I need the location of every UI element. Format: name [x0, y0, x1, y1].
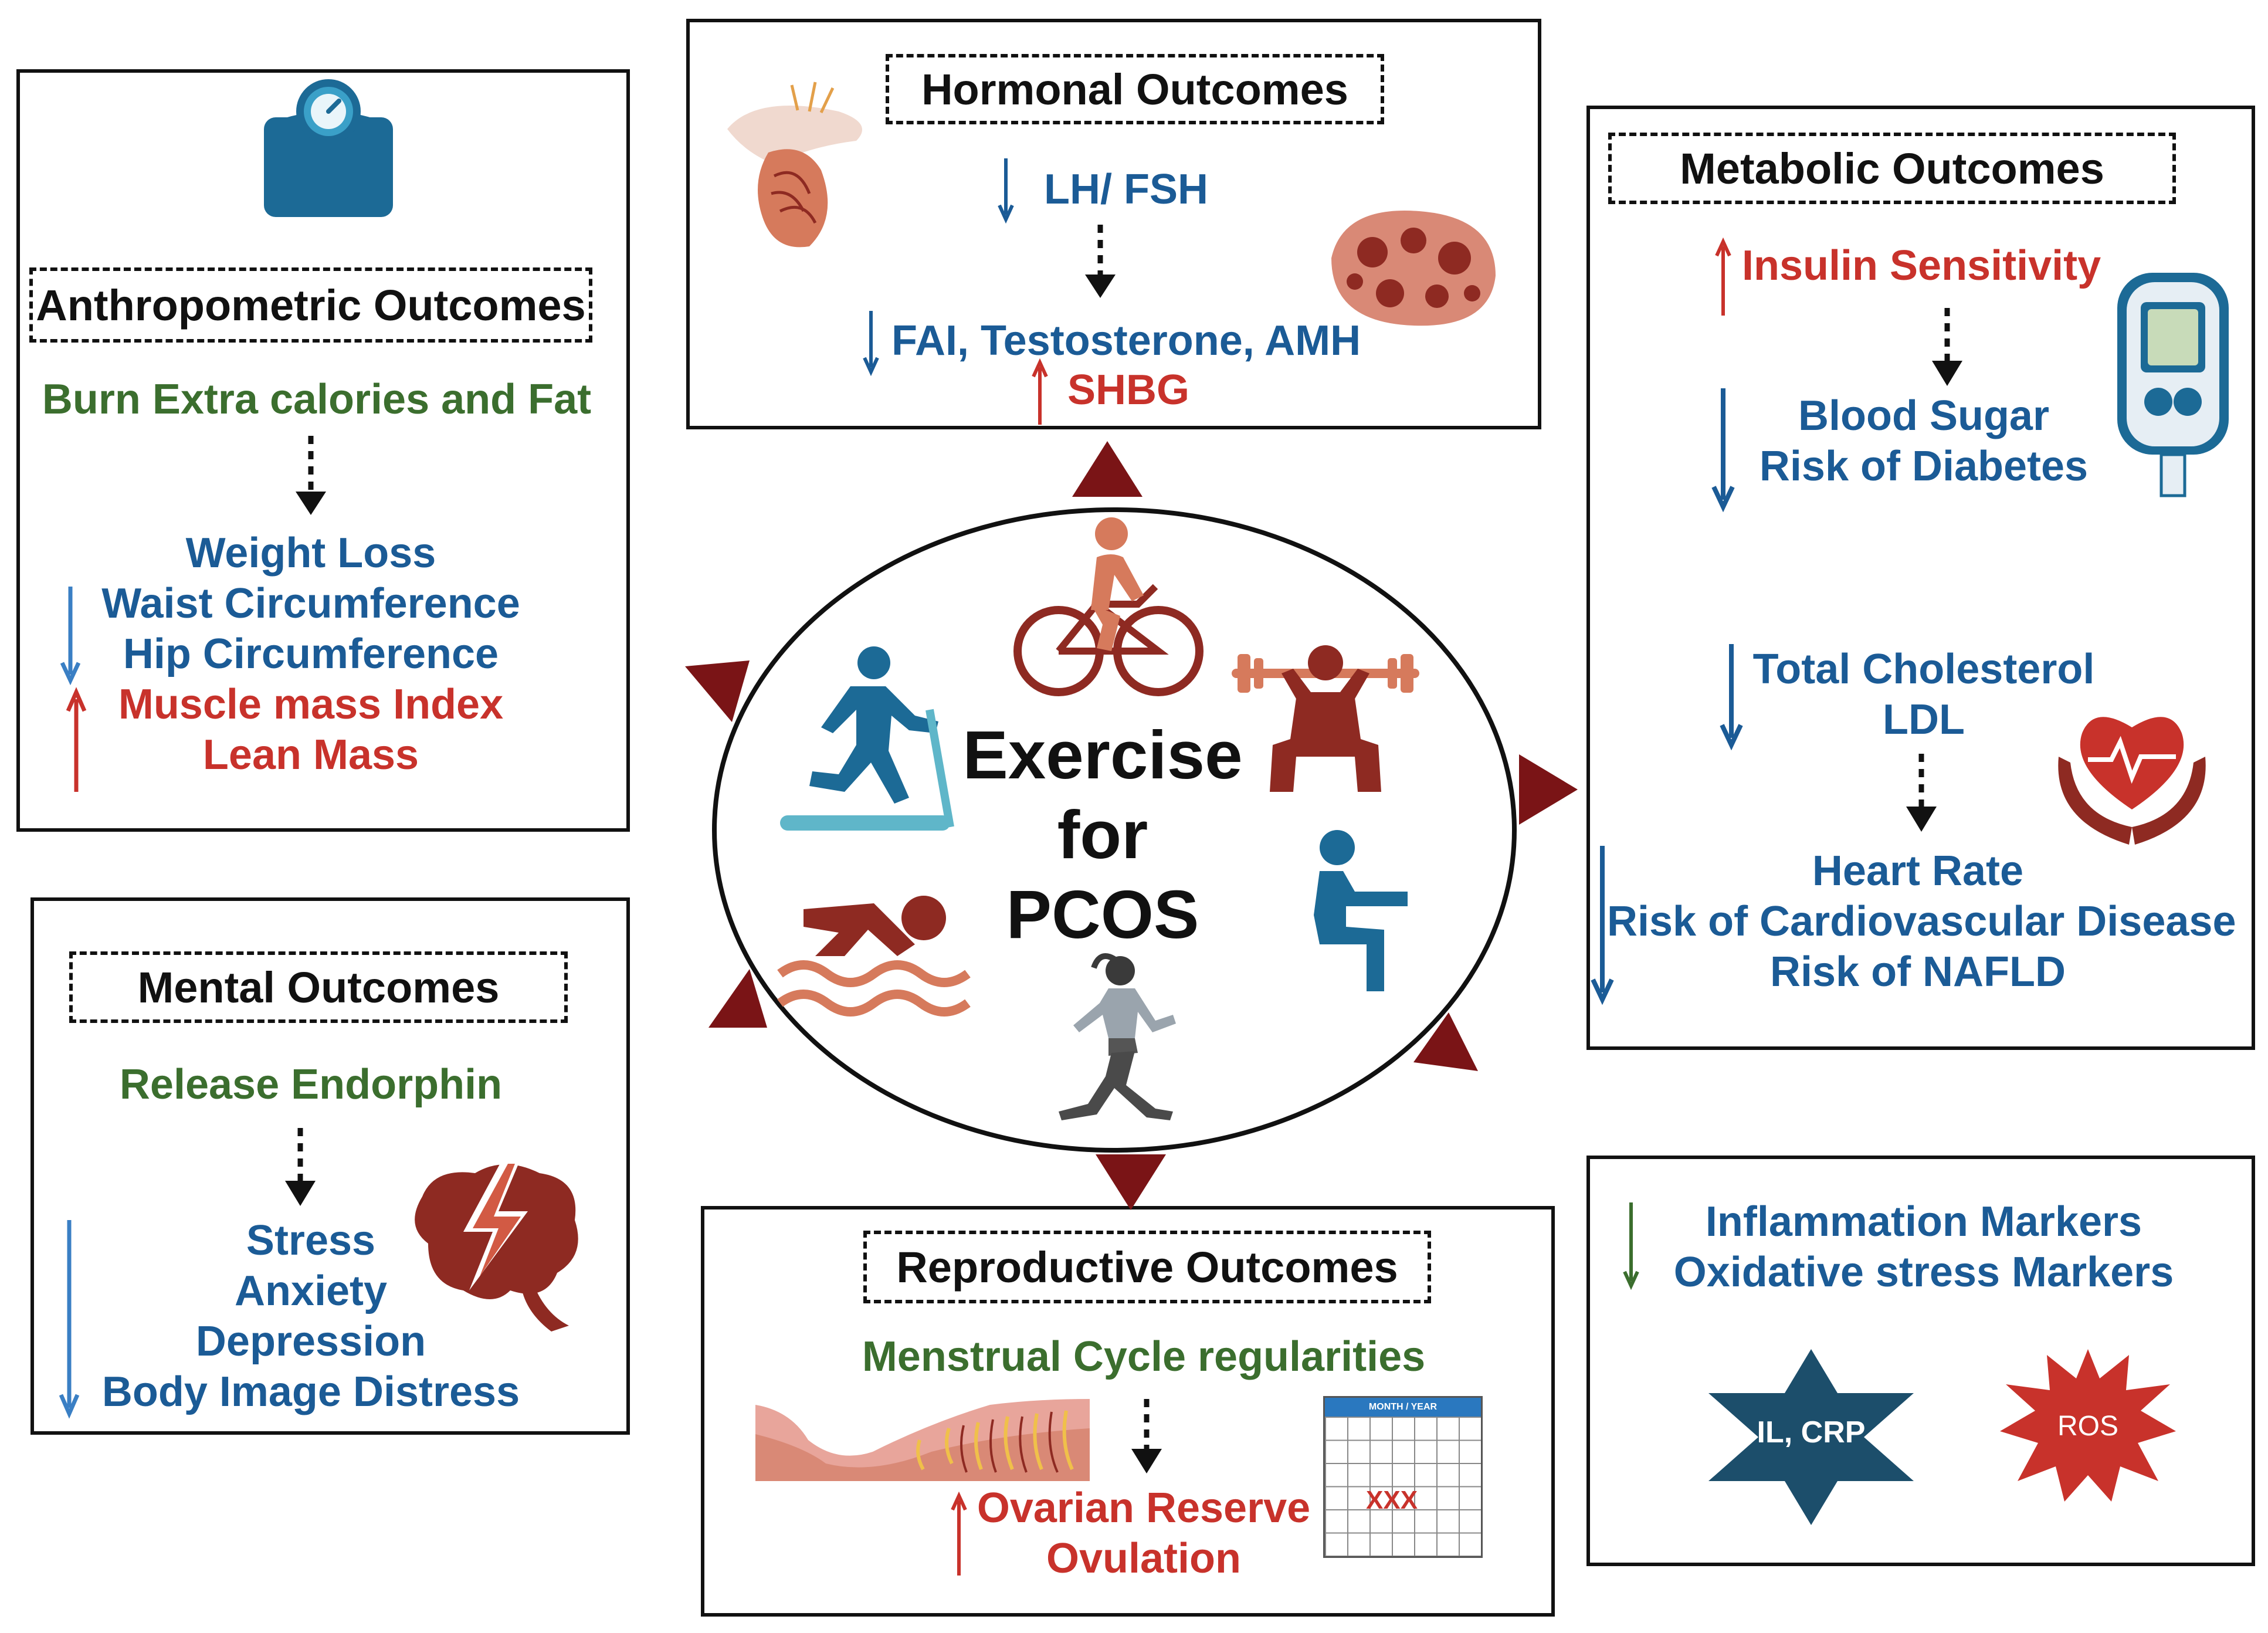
- down-arrow-icon: [60, 587, 81, 686]
- metabolic-down2-1: Total Cholesterol: [1752, 646, 2095, 693]
- arrowhead-top: [1072, 441, 1143, 497]
- up-arrow-icon: [66, 687, 87, 792]
- inflammation-down-2: Oxidative stress Markers: [1673, 1249, 2174, 1296]
- mental-down-2: Anxiety: [234, 1268, 388, 1314]
- hormonal-up: SHBG: [1067, 367, 1190, 414]
- metabolic-down2-2: LDL: [1883, 696, 1965, 743]
- dotted-arrow: [296, 436, 326, 515]
- reproductive-intro: Menstrual Cycle regularities: [862, 1333, 1426, 1380]
- calendar-icon: MONTH / YEAR XXX: [1323, 1396, 1483, 1558]
- ros-badge-icon: [2000, 1349, 2176, 1502]
- anthropometric-down-2: Waist Circumference: [101, 580, 520, 627]
- il-crp-badge-label: IL, CRP: [1757, 1415, 1866, 1449]
- arrowhead-lower-right: [1413, 1012, 1478, 1071]
- anthropometric-title: Anthropometric Outcomes: [29, 267, 592, 343]
- anthropometric-down-1: Weight Loss: [185, 530, 436, 577]
- arrowhead-lower-left: [708, 969, 767, 1028]
- anthropometric-up-2: Lean Mass: [202, 731, 419, 778]
- metabolic-down3-1: Heart Rate: [1812, 848, 2024, 895]
- metabolic-down3-2: Risk of Cardiovascular Disease: [1607, 898, 2236, 945]
- heart-in-hands-icon: [2058, 717, 2206, 845]
- weightlifter-icon: [1232, 645, 1419, 792]
- treadmill-runner-icon: [780, 646, 954, 831]
- hormonal-down-1: LH/ FSH: [1044, 166, 1208, 213]
- pituitary-icon: [727, 82, 862, 248]
- hormonal-title: Hormonal Outcomes: [886, 54, 1384, 124]
- dotted-arrow: [1131, 1399, 1162, 1473]
- metabolic-title: Metabolic Outcomes: [1608, 133, 2176, 204]
- arrowhead-upper-left: [685, 660, 750, 722]
- metabolic-up: Insulin Sensitivity: [1742, 242, 2101, 289]
- ovary-icon: [1331, 211, 1496, 326]
- ros-badge-label: ROS: [2057, 1411, 2118, 1442]
- center-title-line1: Exercise: [962, 717, 1243, 793]
- calendar-header: MONTH / YEAR: [1325, 1398, 1481, 1417]
- dotted-arrow: [1906, 754, 1937, 832]
- down-arrow-icon: [998, 158, 1014, 224]
- squat-icon: [1314, 830, 1408, 991]
- arrowhead-bottom: [1096, 1154, 1166, 1210]
- center-title-line2: for: [1057, 797, 1148, 873]
- down-arrow-icon: [863, 311, 879, 377]
- cyclist-icon: [1013, 517, 1204, 696]
- anthropometric-up-1: Muscle mass Index: [118, 681, 504, 728]
- mental-title: Mental Outcomes: [69, 951, 568, 1023]
- mental-intro: Release Endorphin: [119, 1061, 503, 1108]
- dotted-arrow: [285, 1128, 316, 1206]
- reproductive-title: Reproductive Outcomes: [863, 1231, 1431, 1303]
- metabolic-down1-1: Blood Sugar: [1798, 392, 2049, 439]
- mental-down-1: Stress: [246, 1217, 376, 1264]
- metabolic-down1-2: Risk of Diabetes: [1759, 443, 2089, 490]
- up-arrow-icon: [1032, 358, 1048, 425]
- down-arrow-icon: [1720, 644, 1743, 751]
- metabolic-down3-3: Risk of NAFLD: [1770, 948, 2066, 995]
- calendar-mark: XXX: [1366, 1486, 1418, 1515]
- anthropometric-intro: Burn Extra calories and Fat: [42, 376, 592, 423]
- center-title-line3: PCOS: [1006, 876, 1199, 953]
- down-arrow-icon: [59, 1220, 80, 1419]
- il-crp-badge-icon: [1708, 1349, 1914, 1525]
- up-arrow-icon: [951, 1491, 967, 1576]
- brain-lightning-icon: [415, 1156, 578, 1332]
- dotted-arrow: [1932, 308, 1962, 386]
- hormonal-down-2: FAI, Testosterone, AMH: [891, 317, 1361, 364]
- mental-down-3: Depression: [195, 1318, 426, 1365]
- down-arrow-icon: [1623, 1202, 1639, 1290]
- inflammation-panel: [1586, 1156, 2255, 1566]
- weighing-scale-icon: [264, 79, 393, 217]
- up-arrow-icon: [1715, 237, 1731, 316]
- glucometer-icon: [2117, 273, 2229, 497]
- inflammation-down-1: Inflammation Markers: [1705, 1198, 2142, 1245]
- anthropometric-down-3: Hip Circumference: [123, 631, 499, 677]
- female-runner-icon: [1059, 953, 1176, 1120]
- reproductive-up-1: Ovarian Reserve: [977, 1485, 1311, 1532]
- dotted-arrow: [1085, 225, 1116, 298]
- swimmer-icon: [777, 896, 971, 1017]
- down-arrow-icon: [1711, 388, 1735, 513]
- endometrium-icon: [755, 1399, 1090, 1481]
- down-arrow-icon: [1591, 846, 1614, 1005]
- reproductive-up-2: Ovulation: [1046, 1535, 1241, 1582]
- metabolic-panel: [1586, 106, 2255, 1050]
- arrowhead-right: [1519, 754, 1578, 825]
- mental-down-4: Body Image Distress: [101, 1368, 520, 1415]
